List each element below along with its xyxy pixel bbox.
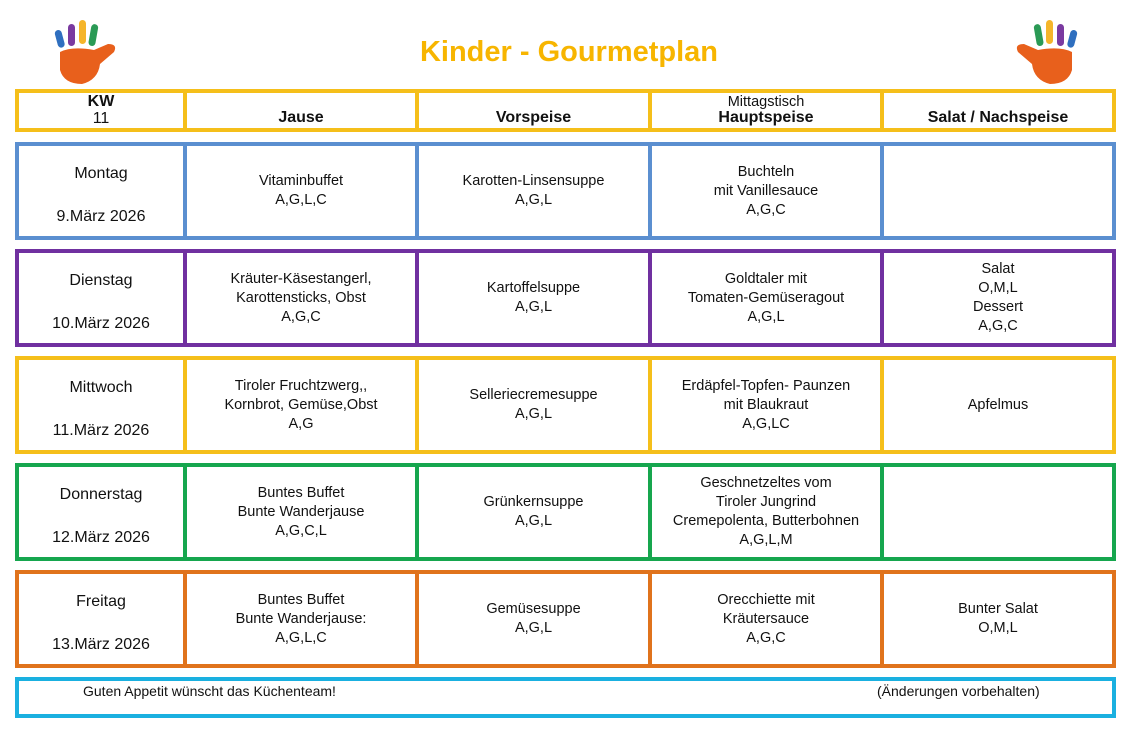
day-date: 10.März 2026: [52, 315, 150, 332]
hauptspeise-cell: Geschnetzeltes vom Tiroler Jungrind Crem…: [652, 467, 884, 557]
day-date: 13.März 2026: [52, 636, 150, 653]
day-name: Freitag: [76, 593, 126, 610]
hand-logo-left-icon: [54, 20, 116, 84]
day-cell: Mittwoch 11.März 2026: [19, 360, 187, 450]
day-row-donnerstag: Donnerstag 12.März 2026 Buntes Buffet Bunt…: [15, 463, 1116, 561]
jause-cell: Buntes Buffet Bunte Wanderjause A,G,C,L: [187, 467, 419, 557]
kw-label: KW: [87, 93, 115, 110]
hauptspeise-cell: Buchteln mit Vanillesauce A,G,C: [652, 146, 884, 236]
day-name: Donnerstag: [59, 486, 143, 503]
footer-row: Guten Appetit wünscht das Küchenteam! (Ä…: [15, 677, 1116, 718]
header-jause: Jause: [187, 93, 419, 128]
header-salat-nachspeise: Salat / Nachspeise: [927, 109, 1069, 126]
day-cell: Dienstag 10.März 2026: [19, 253, 187, 343]
page-title: Kinder - Gourmetplan: [419, 36, 719, 68]
salat-nachspeise-cell: Bunter Salat O,M,L: [958, 601, 1038, 636]
footer-note: (Änderungen vorbehalten): [877, 683, 1040, 699]
day-date: 11.März 2026: [52, 422, 150, 439]
day-date: 12.März 2026: [52, 529, 150, 546]
vorspeise-cell: Gemüsesuppe A,G,L: [419, 574, 652, 664]
day-name: Dienstag: [69, 272, 133, 289]
jause-cell: Kräuter-Käsestangerl, Karottensticks, Ob…: [187, 253, 419, 343]
salat-nachspeise-cell: Salat O,M,L Dessert A,G,C: [973, 261, 1023, 334]
day-name: Mittwoch: [69, 379, 133, 396]
hauptspeise-cell: Orecchiette mit Kräutersauce A,G,C: [652, 574, 884, 664]
vorspeise-cell: Kartoffelsuppe A,G,L: [419, 253, 652, 343]
jause-cell: Vitaminbuffet A,G,L,C: [187, 146, 419, 236]
salat-nachspeise-cell: [884, 467, 1112, 557]
day-row-freitag: Freitag 13.März 2026 Buntes Buffet Bunte W…: [15, 570, 1116, 668]
hand-logo-right-icon: [1016, 20, 1078, 84]
vorspeise-cell: Grünkernsuppe A,G,L: [419, 467, 652, 557]
kw-cell: KW 11: [19, 93, 187, 128]
day-cell: Montag 9.März 2026: [19, 146, 187, 236]
header-hauptspeise: Hauptspeise: [718, 109, 814, 126]
hauptspeise-cell: Goldtaler mit Tomaten-Gemüseragout A,G,L: [652, 253, 884, 343]
kw-value: 11: [92, 110, 110, 127]
header-vorspeise: Vorspeise: [419, 93, 652, 128]
day-row-mittwoch: Mittwoch 11.März 2026 Tiroler Fruchtzwerg,…: [15, 356, 1116, 454]
hauptspeise-cell: Erdäpfel-Topfen- Paunzen mit Blaukraut A…: [652, 360, 884, 450]
header-hauptspeise-cell: Mittagstisch Hauptspeise: [652, 93, 884, 128]
day-row-dienstag: Dienstag 10.März 2026 Kräuter-Käsestangerl…: [15, 249, 1116, 347]
salat-nachspeise-cell: [884, 146, 1112, 236]
day-cell: Freitag 13.März 2026: [19, 574, 187, 664]
day-cell: Donnerstag 12.März 2026: [19, 467, 187, 557]
footer-greeting: Guten Appetit wünscht das Küchenteam!: [83, 683, 336, 699]
jause-cell: Buntes Buffet Bunte Wanderjause: A,G,L,C: [187, 574, 419, 664]
vorspeise-cell: Selleriecremesuppe A,G,L: [419, 360, 652, 450]
jause-cell: Tiroler Fruchtzwerg,, Kornbrot, Gemüse,O…: [187, 360, 419, 450]
day-date: 9.März 2026: [56, 208, 146, 225]
salat-nachspeise-cell: Apfelmus: [967, 396, 1029, 413]
day-name: Montag: [74, 165, 128, 182]
header-mittagstisch: Mittagstisch: [727, 94, 805, 110]
vorspeise-cell: Karotten-Linsensuppe A,G,L: [419, 146, 652, 236]
header-row: KW 11 Jause Vorspeise Mittagstisch Haupt…: [15, 89, 1116, 132]
